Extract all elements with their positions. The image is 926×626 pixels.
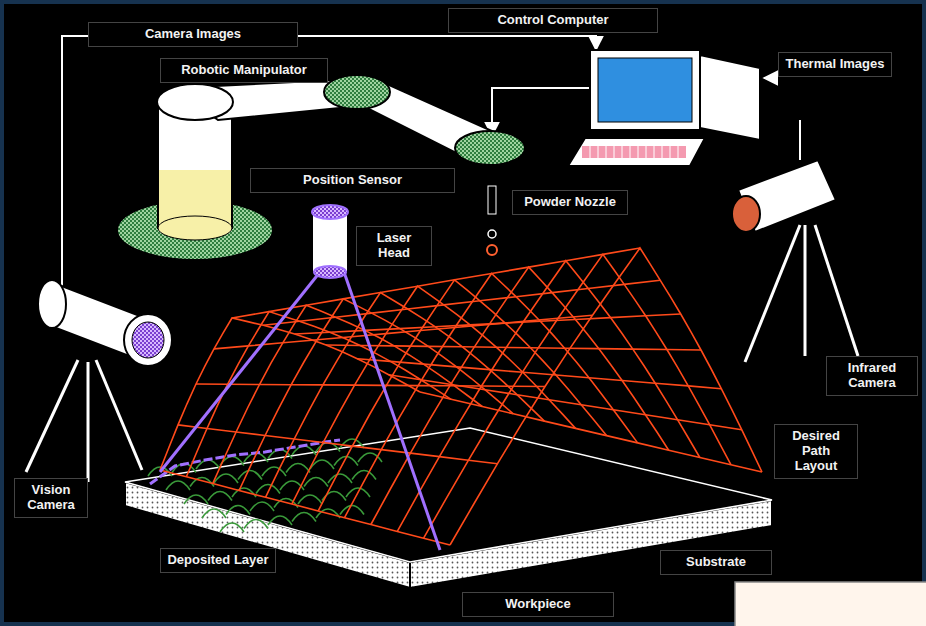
label-text: Workpiece [469,597,607,612]
surface-mesh [326,345,701,350]
part-label: Deposited Layer [160,548,276,573]
label-text: Camera Images [95,27,291,42]
part-label: Substrate [660,550,772,575]
label-text: Thermal Images [785,57,885,72]
deposit-scale [340,506,364,515]
deposit-scale [352,471,376,480]
label-text: Substrate [667,555,765,570]
label-text: Vision Camera [21,483,81,513]
deposit-scale [166,481,190,490]
surface-mesh [345,274,638,518]
label-text: Laser Head [363,231,425,261]
part-label: Thermal Images [778,52,892,77]
surface-mesh [357,359,721,389]
deposit-scale [262,467,286,476]
deposit-scale [220,523,244,532]
deposit-scale [292,513,316,522]
part-label: Control Computer [448,8,658,33]
deposit-scale [286,464,310,473]
surface-mesh [424,254,731,538]
deposit-scale [184,495,208,504]
deposit-scale [244,520,268,529]
part-label: Powder Nozzle [512,190,628,215]
label-text: Deposited Layer [167,553,269,568]
deposit-scale [226,506,250,515]
surface-mesh [196,384,545,387]
deposit-scale [202,509,226,518]
part-label: Camera Images [88,22,298,47]
deposit-scale [328,474,352,483]
surface-mesh [178,425,498,464]
deposit-scale [298,495,322,504]
surface-mesh [397,261,700,532]
part-label: Vision Camera [14,478,88,518]
deposit-scale [238,471,262,480]
deposit-scale [268,516,292,525]
part-label: Desired Path Layout [774,424,858,479]
surface-mesh [295,314,681,334]
surface-mesh [160,470,450,545]
label-text: Robotic Manipulator [167,63,321,78]
surface-mesh [389,375,742,430]
deposit-scale [250,502,274,511]
surface-mesh [450,248,762,545]
part-label: Workpiece [462,592,614,617]
deposit-scale [304,478,328,487]
part-label: Position Sensor [250,168,455,193]
deposit-scale [208,492,232,501]
surface-mesh [420,392,762,472]
label-text: Position Sensor [257,173,448,188]
label-text: Powder Nozzle [519,195,621,210]
deposit-scale [214,474,238,483]
part-label: Laser Head [356,226,432,266]
label-text: Desired Path Layout [781,429,851,474]
part-label: Robotic Manipulator [160,58,328,83]
part-label: Infrared Camera [826,356,918,396]
label-text: Infrared Camera [833,361,911,391]
label-text: Control Computer [455,13,651,28]
